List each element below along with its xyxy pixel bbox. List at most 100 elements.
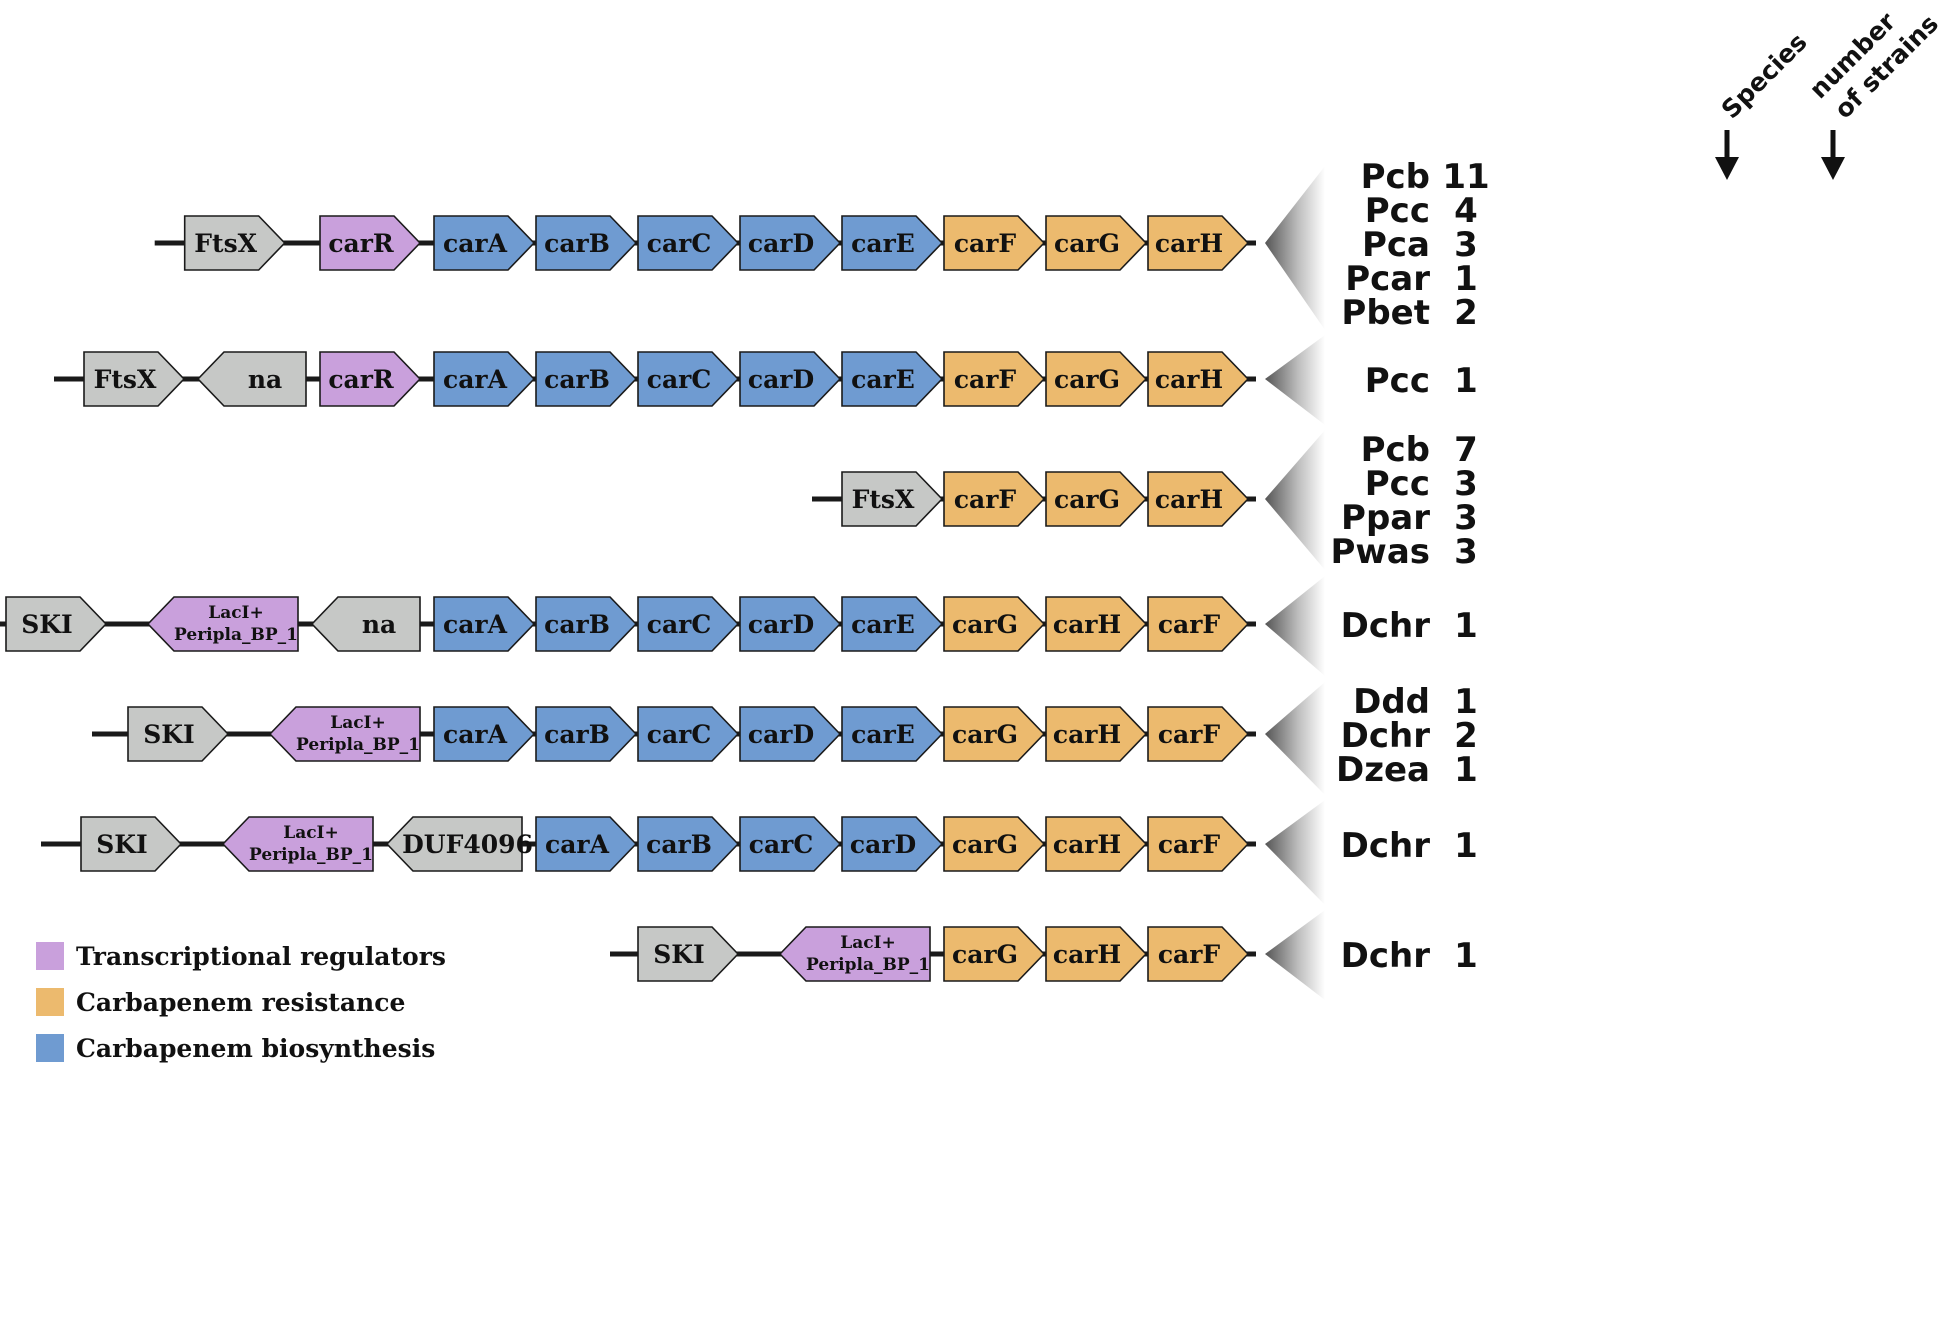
cluster-bracket <box>1265 910 1325 1000</box>
species-name: Pbet <box>1341 293 1430 333</box>
gene-carc: carC <box>739 816 842 872</box>
gene-label: carF <box>954 485 1017 514</box>
gene-label: carR <box>328 365 394 394</box>
gene-carg: carG <box>1045 471 1148 527</box>
gene-card: carD <box>739 706 842 762</box>
strain-count: 3 <box>1454 498 1478 538</box>
gene-carc: carC <box>637 351 740 407</box>
strain-count: 2 <box>1454 716 1478 756</box>
species-name: Pcc <box>1365 191 1430 231</box>
strain-count: 1 <box>1454 259 1478 299</box>
gene-label: carE <box>851 365 915 394</box>
strain-count: 3 <box>1454 532 1478 572</box>
legend-label: Transcriptional regulators <box>76 942 446 971</box>
gene-na: na <box>196 351 307 407</box>
gene-carg: carG <box>943 596 1046 652</box>
gene-carh: carH <box>1045 926 1148 982</box>
gene-arrow-shape <box>943 706 1046 762</box>
gene-label: na <box>248 365 282 394</box>
gene-duf4096: DUF4096 <box>385 816 533 872</box>
gene-label: carA <box>443 720 508 749</box>
strain-count: 11 <box>1442 157 1489 197</box>
gene-arrow-shape <box>778 926 931 982</box>
gene-label: carC <box>749 830 814 859</box>
gene-label: na <box>362 610 396 639</box>
gene-arrow-shape <box>1147 816 1250 872</box>
gene-arrow-shape <box>1147 471 1250 527</box>
gene-label: SKI <box>653 940 704 969</box>
gene-arrow-shape <box>1045 351 1148 407</box>
gene-label: carG <box>1054 485 1120 514</box>
gene-label: DUF4096 <box>402 830 533 859</box>
gene-arrow-shape <box>1045 596 1148 652</box>
gene-arrow-shape <box>637 351 740 407</box>
gene-label: carA <box>443 365 508 394</box>
gene-arrow-shape <box>268 706 421 762</box>
gene-laci-peripla-bp-1: LacI+Peripla_BP_1 <box>778 926 931 982</box>
gene-label: SKI <box>21 610 72 639</box>
gene-cara: carA <box>433 596 536 652</box>
gene-carr: carR <box>319 351 422 407</box>
gene-label: LacI+ <box>283 823 339 843</box>
gene-arrow-shape <box>535 351 638 407</box>
cluster-bracket <box>1265 800 1325 905</box>
gene-arrow-shape <box>1045 926 1148 982</box>
gene-carc: carC <box>637 215 740 271</box>
gene-carh: carH <box>1147 215 1250 271</box>
gene-arrow-shape <box>83 351 186 407</box>
gene-arrow-shape <box>1045 215 1148 271</box>
species-name: Dchr <box>1341 826 1431 866</box>
strain-count: 7 <box>1454 430 1478 470</box>
gene-cara: carA <box>433 215 536 271</box>
gene-label: carR <box>328 229 394 258</box>
gene-label: carC <box>647 720 712 749</box>
gene-arrow-shape <box>535 706 638 762</box>
gene-arrow-shape <box>5 596 108 652</box>
gene-arrow-shape <box>196 351 307 407</box>
gene-label: carF <box>1158 610 1221 639</box>
gene-label: carH <box>1155 485 1223 514</box>
gene-label: carF <box>954 229 1017 258</box>
gene-arrow-shape <box>433 706 536 762</box>
gene-carf: carF <box>1147 706 1250 762</box>
gene-arrow-shape <box>841 706 944 762</box>
gene-cara: carA <box>433 351 536 407</box>
gene-label: carF <box>1158 830 1221 859</box>
gene-care: carE <box>841 706 944 762</box>
legend-item-carbapenem-resistance: Carbapenem resistance <box>36 988 405 1017</box>
gene-arrow-shape <box>183 215 286 271</box>
gene-label: carD <box>748 610 814 639</box>
gene-arrow-shape <box>310 596 421 652</box>
gene-laci-peripla-bp-1: LacI+Peripla_BP_1 <box>221 816 374 872</box>
species-name: Pcc <box>1365 464 1430 504</box>
strain-count: 3 <box>1454 464 1478 504</box>
gene-label: Peripla_BP_1 <box>249 845 373 865</box>
gene-label: carH <box>1155 229 1223 258</box>
gene-card: carD <box>841 816 944 872</box>
gene-card: carD <box>739 215 842 271</box>
gene-arrow-shape <box>146 596 299 652</box>
gene-ftsx: FtsX <box>841 471 944 527</box>
gene-arrow-shape <box>943 351 1046 407</box>
gene-label: carD <box>748 365 814 394</box>
gene-label: carG <box>1054 229 1120 258</box>
gene-arrow-shape <box>841 351 944 407</box>
cluster-bracket <box>1265 430 1325 570</box>
gene-arrow-shape <box>943 926 1046 982</box>
gene-carh: carH <box>1147 471 1250 527</box>
gene-arrow-shape <box>319 351 422 407</box>
gene-carf: carF <box>1147 596 1250 652</box>
gene-arrow-shape <box>1147 926 1250 982</box>
gene-card: carD <box>739 596 842 652</box>
species-name: Dzea <box>1336 750 1430 790</box>
gene-label: carG <box>952 610 1018 639</box>
strain-count: 3 <box>1454 225 1478 265</box>
gene-arrow-shape <box>637 816 740 872</box>
species-header: Species <box>1716 27 1813 124</box>
gene-care: carE <box>841 596 944 652</box>
